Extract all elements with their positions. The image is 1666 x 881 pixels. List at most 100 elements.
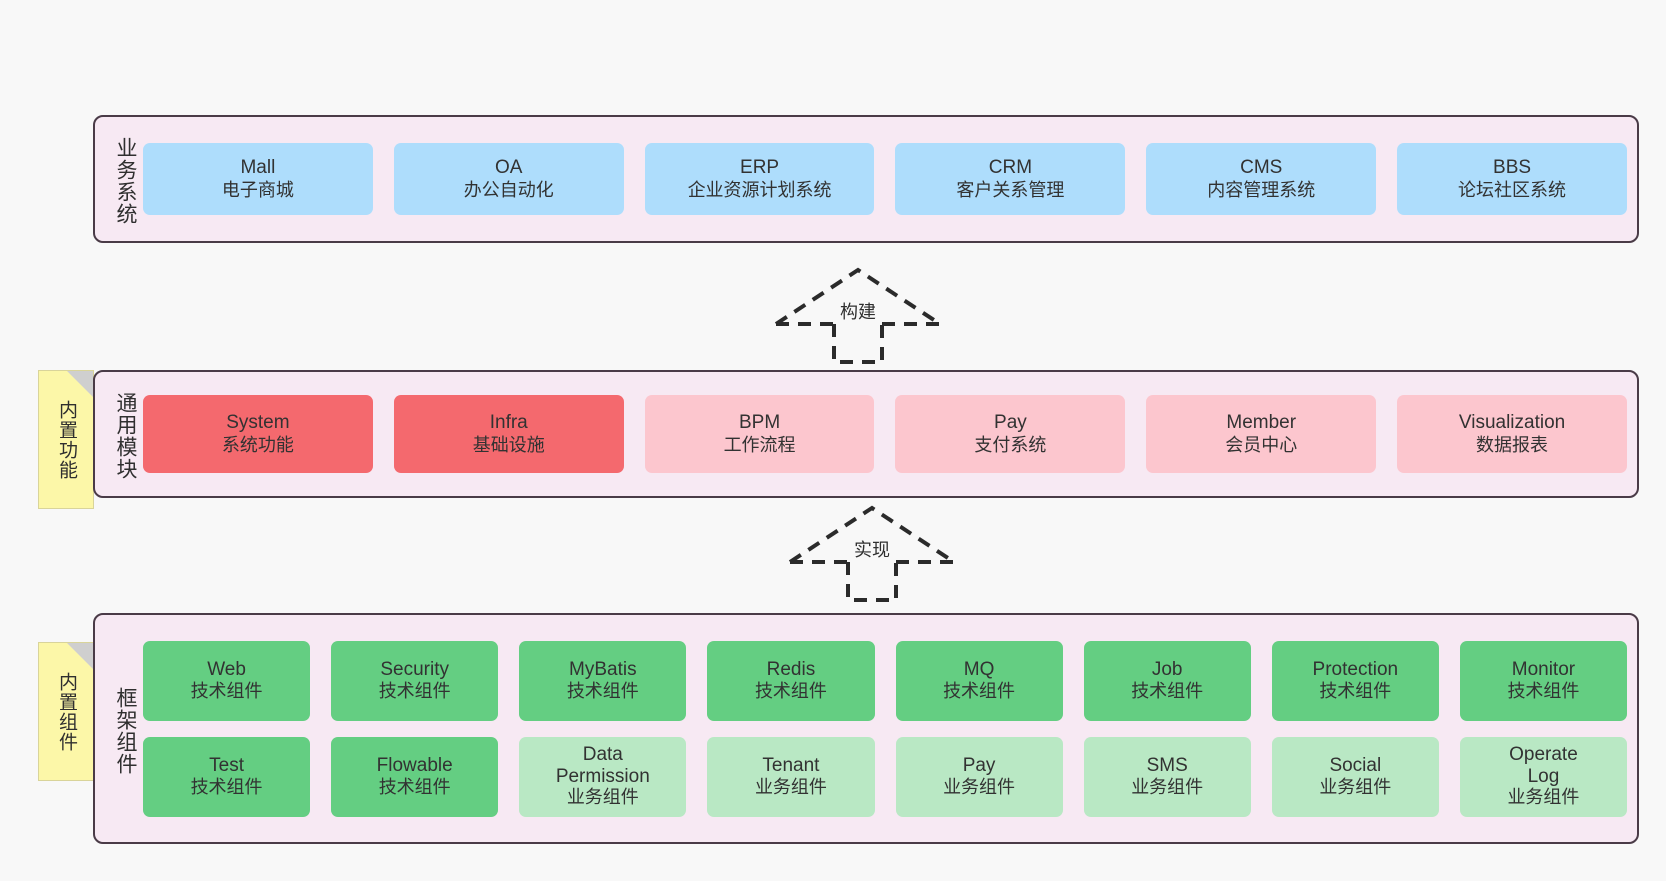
component-card-title: Security xyxy=(380,658,449,680)
component-card-title: BPM xyxy=(738,412,781,434)
component-card-title: Pay xyxy=(962,754,996,776)
component-card-title: System xyxy=(226,412,290,434)
component-card-subtitle: 电子商城 xyxy=(221,179,294,200)
component-card-subtitle: 客户关系管理 xyxy=(956,179,1065,200)
component-card-title: Redis xyxy=(766,658,816,680)
layer-title-common-modules: 通用模块 xyxy=(114,392,137,480)
component-card-title: Social xyxy=(1329,754,1382,776)
component-card-subtitle: 技术组件 xyxy=(190,777,263,798)
component-card-subtitle: 技术组件 xyxy=(1319,681,1392,702)
component-card-subtitle: 技术组件 xyxy=(378,681,451,702)
component-card-title: Mall xyxy=(240,157,276,179)
sticky-fold-corner-icon xyxy=(67,371,93,397)
arrow-implement-glyph xyxy=(788,505,956,602)
component-card-subtitle: 业务组件 xyxy=(1131,777,1204,798)
component-card-title: SMS xyxy=(1146,754,1188,776)
sticky-note-builtin-components-label: 内置组件 xyxy=(56,671,78,752)
component-card-title: BBS xyxy=(1493,157,1532,179)
component-card-subtitle: 业务组件 xyxy=(1319,777,1392,798)
arrow-implement-label: 实现 xyxy=(854,540,890,560)
component-card-title: MQ xyxy=(963,658,995,680)
component-card-title: Visualization xyxy=(1458,412,1566,434)
component-card-subtitle: 数据报表 xyxy=(1476,434,1549,455)
component-card-subtitle: 论坛社区系统 xyxy=(1458,179,1567,200)
component-card-title: MyBatis xyxy=(569,658,637,680)
component-card-subtitle: 技术组件 xyxy=(1507,681,1580,702)
component-card-title: Job xyxy=(1151,658,1183,680)
component-card-subtitle: 办公自动化 xyxy=(463,179,554,200)
component-card-subtitle: 技术组件 xyxy=(190,681,263,702)
component-card-subtitle: 业务组件 xyxy=(566,787,639,808)
arrow-build-label: 构建 xyxy=(840,302,876,322)
component-card-subtitle: 业务组件 xyxy=(1507,787,1580,808)
sticky-note-builtin-functions: 内置功能 xyxy=(38,370,94,509)
component-card-subtitle: 业务组件 xyxy=(754,777,827,798)
component-card-subtitle: 基础设施 xyxy=(472,434,545,455)
component-card-title: Flowable xyxy=(376,754,453,776)
component-card-subtitle: 技术组件 xyxy=(754,681,827,702)
component-card-subtitle: 内容管理系统 xyxy=(1207,179,1316,200)
arrow-build: 构建 xyxy=(768,262,948,366)
component-card-subtitle: 技术组件 xyxy=(943,681,1016,702)
sticky-note-builtin-components: 内置组件 xyxy=(38,642,94,781)
component-card-title: Test xyxy=(209,754,244,776)
component-card-subtitle: 工作流程 xyxy=(723,434,796,455)
component-card-subtitle: 系统功能 xyxy=(221,434,294,455)
component-card-title: Pay xyxy=(994,412,1027,434)
arrow-implement: 实现 xyxy=(782,500,962,604)
component-card-title: CRM xyxy=(988,157,1033,179)
component-card-subtitle: 技术组件 xyxy=(378,777,451,798)
component-card-title: Monitor xyxy=(1511,658,1576,680)
component-card-subtitle: 技术组件 xyxy=(566,681,639,702)
component-card-title: ERP xyxy=(740,157,780,179)
component-card-title: OA xyxy=(495,157,523,179)
component-card-subtitle: 会员中心 xyxy=(1225,434,1298,455)
component-card-subtitle: 技术组件 xyxy=(1131,681,1204,702)
component-card-title: Web xyxy=(207,658,246,680)
component-card-title: Member xyxy=(1226,412,1297,434)
arrow-build-glyph xyxy=(774,267,942,364)
component-card-title: Tenant xyxy=(762,754,820,776)
layer-title-business-systems: 业务系统 xyxy=(114,137,137,225)
layer-title-framework-components: 框架组件 xyxy=(114,686,137,775)
sticky-fold-corner-icon xyxy=(67,643,93,669)
